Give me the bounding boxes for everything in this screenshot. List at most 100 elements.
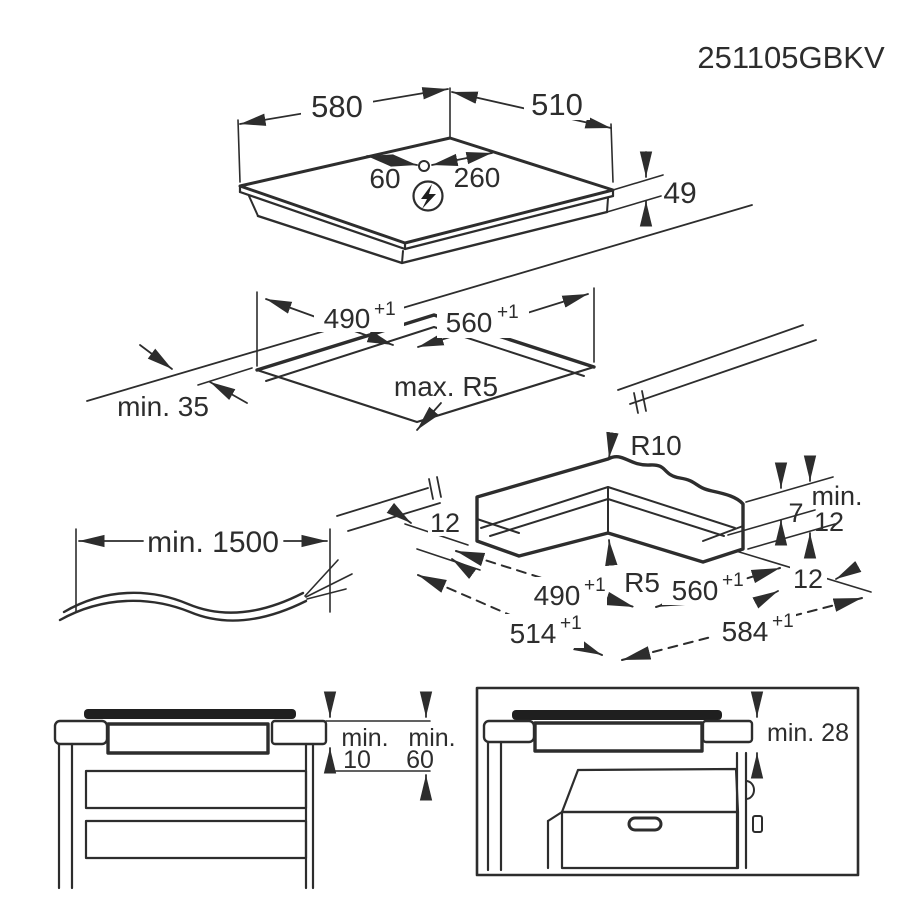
ledge-right-arrow-1 (752, 590, 779, 609)
clearance2-value: 60 (406, 746, 434, 774)
width-label-bg (301, 86, 373, 120)
edge-distance-arrow-2 (209, 381, 248, 404)
cable-offset-left-arrow (366, 154, 418, 167)
min-thickness-value: 12 (814, 507, 844, 537)
break-mark-1b (436, 476, 442, 498)
flush-outer-depth-dim (621, 597, 863, 661)
flush-outer-width-bg (500, 614, 584, 648)
cable-wire-1 (304, 559, 339, 597)
cutout-depth-label: 560 (446, 307, 493, 338)
flush-width-label: 490 (534, 580, 581, 611)
cutout-depth-bg (437, 304, 529, 338)
oven-counter-right (701, 719, 754, 744)
clearance2-word: min. (408, 724, 455, 752)
cable-offset-left-label: 60 (369, 163, 400, 194)
oven-hob-body (533, 721, 704, 753)
hob-height-label: 49 (663, 177, 696, 210)
ledge-right-label: 12 (793, 564, 823, 594)
radius-top-arrow (606, 431, 619, 459)
flush-outer-width-tol: +1 (560, 613, 582, 634)
radius-bottom-arrow (605, 539, 618, 567)
power-icon (412, 180, 444, 212)
radius-bottom-label: R5 (624, 567, 660, 598)
flush-mount-corner-detail: R10 R5 7 min. 12 12 12 490 +1 560 +1 (386, 430, 872, 661)
flush-outer-depth-bg (712, 612, 796, 646)
oven-top-face (560, 767, 740, 814)
hob-width-label: 580 (311, 89, 363, 124)
hob-isometric-view: 580 510 60 260 49 (237, 86, 697, 265)
corner-piece-outline (475, 455, 745, 564)
flush-depth-tol: +1 (722, 570, 744, 591)
height-ext-top (612, 174, 664, 191)
oven-installation-section: min. 28 (475, 686, 860, 877)
ledge-left-ref-2 (416, 548, 481, 571)
cable-wire-2 (305, 573, 353, 598)
side-panel-knob (752, 815, 763, 833)
body-edge-right (606, 197, 609, 213)
counter-left-block (53, 719, 109, 746)
hob-left-extension-line (237, 119, 241, 183)
break-mark-1a (428, 478, 434, 500)
corner-radius-arrow (416, 402, 442, 431)
edge-distance-ref-line (197, 367, 253, 386)
worktop-cutout-view: 490 +1 560 +1 min. 35 max. R5 (117, 287, 596, 431)
clearance1-word: min. (341, 724, 388, 752)
step-ext-bottom (747, 523, 836, 550)
body-edge-front (401, 250, 404, 264)
flush-width-dim (455, 550, 635, 608)
drawer-1 (84, 769, 308, 810)
ledge-left-label: 12 (430, 508, 460, 538)
hob-right-extension-line (610, 123, 614, 183)
oven-chamfer (546, 810, 564, 823)
right-end-face-step (702, 525, 744, 542)
edge-distance-label: min. 35 (117, 391, 209, 422)
oven-handle (627, 816, 663, 832)
drawer-2 (84, 819, 308, 860)
lightning-icon (421, 184, 436, 209)
worktop-edge-lines (86, 204, 817, 532)
cable-wire-3 (306, 588, 347, 600)
ledge-right-bg (790, 561, 827, 592)
height-ext-bottom (606, 195, 662, 213)
worktop-edge-lower-left-1 (336, 487, 429, 517)
worktop-edge-lower-left-2 (347, 502, 441, 532)
step-ext-mid (727, 509, 816, 536)
worktop-edge-lower-right-1 (617, 324, 804, 391)
flush-depth-label: 560 (672, 575, 719, 606)
drawer-installation-section: min. 10 min. 60 (53, 691, 456, 890)
side-panel-bump (745, 780, 755, 800)
min-thickness-word: min. (811, 481, 862, 511)
flush-width-tol: +1 (584, 575, 606, 596)
break-mark-2a (633, 392, 639, 414)
corner-radius-label: max. R5 (394, 371, 498, 402)
hob-body-section (106, 722, 270, 755)
flush-outer-depth-tol: +1 (772, 611, 794, 632)
hob-glass-section-left (84, 709, 296, 719)
cable-offset-right-arrow (431, 151, 493, 167)
cutout-width-bg (314, 300, 404, 332)
radius-top-label: R10 (630, 430, 681, 461)
flush-outer-depth-label: 584 (722, 616, 769, 647)
step-depth-label: 7 (788, 498, 803, 528)
hob-depth-label: 510 (531, 87, 583, 122)
worktop-edge-lower-right-2 (629, 339, 817, 405)
cable-entry-point (418, 160, 430, 172)
ledge-left-bg (428, 508, 464, 536)
depth-label-bg (524, 86, 590, 120)
oven-clearance-label: min. 28 (767, 719, 849, 747)
mains-cable-diagram: min. 1500 (58, 526, 353, 622)
body-edge-left (248, 195, 259, 217)
clearance1-value: 10 (343, 746, 371, 774)
cutout-depth-tolerance: +1 (497, 302, 519, 323)
cable-length-label: min. 1500 (147, 526, 279, 559)
cutout-width-label: 490 (324, 303, 371, 334)
left-end-face-step (476, 518, 520, 534)
cutout-width-tolerance: +1 (374, 299, 396, 320)
oven-section-border (475, 686, 860, 877)
hob-glass-section-right (512, 710, 722, 720)
break-mark-2b (641, 390, 647, 412)
ledge-left-arrow-1 (386, 502, 412, 524)
corner-piece-fill (477, 456, 743, 562)
